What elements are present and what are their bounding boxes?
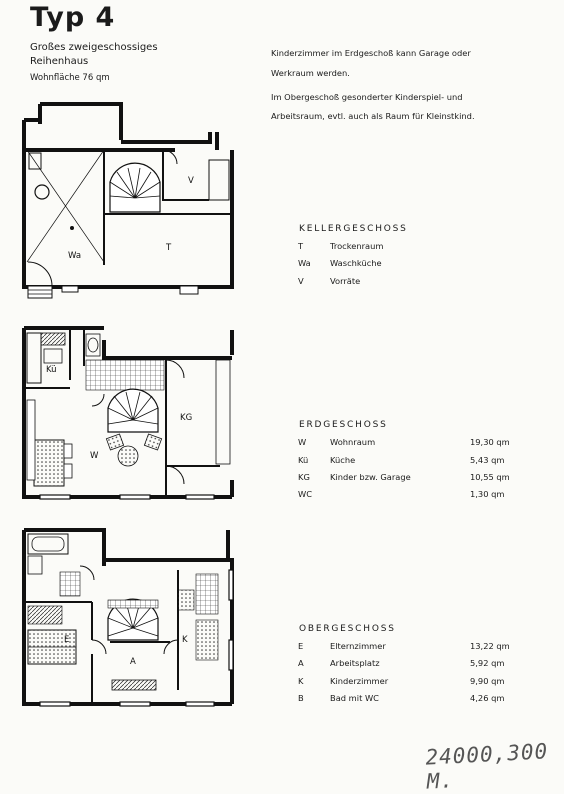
handwritten-note: 24000,300 M. (424, 739, 549, 794)
keller-label-wa: Wa (68, 251, 81, 261)
kellergeschoss-plan: Wa T V (22, 102, 234, 299)
drain-icon (34, 184, 50, 200)
obergeschoss-stair (107, 598, 159, 641)
entry-floor-tiles (85, 359, 165, 391)
ober-name-e: Elternzimmer (330, 641, 386, 651)
description-line-1: Kinderzimmer im Erdgeschoß kann Garage o… (271, 48, 471, 58)
obergeschoss-plan: E A K (22, 528, 234, 707)
ober-label-a: A (130, 657, 136, 667)
keller-label-v: V (188, 176, 194, 186)
work-desk (111, 679, 157, 691)
keller-label-t: T (165, 243, 172, 253)
erd-name-kg: Kinder bzw. Garage (330, 472, 411, 482)
erd-label-ku: Kü (46, 365, 57, 375)
ober-code-e: E (298, 641, 304, 651)
ober-label-k: K (182, 635, 188, 645)
kellergeschoss-heading: KELLERGESCHOSS (299, 224, 408, 234)
armchair-group (105, 433, 163, 467)
ober-area-a: 5,92 qm (470, 658, 505, 668)
kellergeschoss-stair (109, 162, 161, 213)
erd-area-w: 19,30 qm (470, 437, 510, 447)
obergeschoss-heading: OBERGESCHOSS (299, 624, 396, 634)
erd-area-kg: 10,55 qm (470, 472, 510, 482)
description-line-2: Werkraum werden. (271, 68, 350, 78)
subtitle-line-2: Reihenhaus (30, 56, 89, 67)
wc-fittings (85, 333, 101, 357)
ober-code-b: B (298, 693, 304, 703)
ober-area-b: 4,26 qm (470, 693, 505, 703)
ober-code-a: A (298, 658, 304, 668)
erd-area-ku: 5,43 qm (470, 455, 505, 465)
erdgeschoss-plan: Kü W KG (22, 326, 234, 500)
dining-area (26, 399, 73, 487)
keller-name-t: Trockenraum (330, 241, 384, 251)
parents-bed (27, 629, 77, 665)
keller-code-t: T (298, 241, 304, 251)
keller-name-v: Vorräte (330, 276, 361, 286)
ober-label-e: E (64, 635, 69, 645)
erd-code-kg: KG (298, 472, 310, 482)
erd-label-kg: KG (180, 413, 192, 423)
erd-area-wc: 1,30 qm (470, 489, 505, 499)
erdgeschoss-stair (107, 388, 159, 433)
ober-name-b: Bad mit WC (330, 693, 379, 703)
kitchen-fittings (26, 332, 66, 384)
ober-area-k: 9,90 qm (470, 676, 505, 686)
wardrobes (27, 573, 219, 661)
living-area: Wohnfläche 76 qm (30, 73, 110, 83)
subtitle-line-1: Großes zweigeschossiges (30, 42, 158, 53)
description-line-3: Im Obergeschoß gesonderter Kinderspiel- … (271, 92, 463, 102)
erdgeschoss-heading: ERDGESCHOSS (299, 420, 388, 430)
keller-code-wa: Wa (298, 258, 311, 268)
ober-name-k: Kinderzimmer (330, 676, 389, 686)
keller-code-v: V (298, 276, 304, 286)
erd-name-ku: Küche (330, 455, 356, 465)
kellergeschoss-entry-steps (27, 285, 53, 299)
erd-name-w: Wohnraum (330, 437, 376, 447)
ober-code-k: K (298, 676, 304, 686)
page-title: Typ 4 (30, 2, 116, 33)
erd-label-w: W (90, 451, 99, 461)
erd-code-ku: Kü (298, 455, 309, 465)
erd-code-wc: WC (298, 489, 312, 499)
ober-area-e: 13,22 qm (470, 641, 510, 651)
keller-name-wa: Waschküche (330, 258, 382, 268)
description-line-4: Arbeitsraum, evtl. auch als Raum für Kle… (271, 111, 475, 121)
floor-plans: Wa T V (22, 102, 234, 707)
ober-name-a: Arbeitsplatz (330, 658, 380, 668)
bathroom-fittings (27, 533, 81, 597)
erd-code-w: W (298, 437, 307, 447)
